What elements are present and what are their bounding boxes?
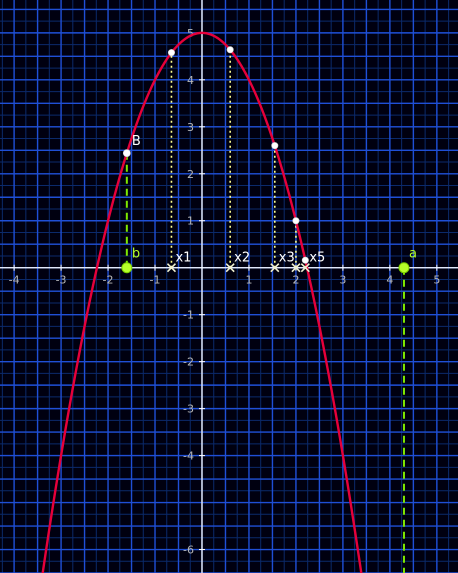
x-tick-label: 4 <box>386 274 393 287</box>
y-tick-label: -4 <box>183 450 194 463</box>
sample-x-marker[interactable] <box>166 263 177 273</box>
sample-point-on-curve[interactable] <box>292 217 300 225</box>
sample-x-label: x2 <box>234 251 250 266</box>
y-tick-label: 5 <box>187 27 194 40</box>
point-a-dot[interactable] <box>398 262 410 274</box>
y-tick-label: 2 <box>187 168 194 181</box>
sample-x-label: x1 <box>175 251 191 266</box>
guide-lines <box>125 49 405 573</box>
x-tick-label: 3 <box>339 274 346 287</box>
y-tick-label: -1 <box>183 309 194 322</box>
x-tick-label: 2 <box>292 274 299 287</box>
point-b-label: b <box>132 247 140 262</box>
sample-point-on-curve[interactable] <box>167 49 175 57</box>
point-B-dot[interactable] <box>122 149 131 158</box>
x-tick-label: -2 <box>103 274 114 287</box>
point-b-dot[interactable] <box>121 262 133 274</box>
x-tick-label: -3 <box>56 274 67 287</box>
points-layer: x1 x2 x3 x5 Bb a <box>121 46 417 274</box>
sample-point-on-curve[interactable] <box>271 142 279 150</box>
sample-x-marker[interactable] <box>270 263 280 273</box>
y-tick-label: -3 <box>183 403 194 416</box>
sample-x-label: x3 <box>279 251 295 266</box>
y-tick-label: 4 <box>187 74 194 87</box>
parabola-curve <box>41 31 363 573</box>
y-tick-label: -2 <box>183 356 194 369</box>
y-tick-label: -6 <box>183 544 194 557</box>
x-tick-label: 1 <box>245 274 252 287</box>
sample-x-marker[interactable] <box>225 263 235 273</box>
sample-x-marker[interactable] <box>300 263 310 273</box>
curve-layer: f <box>41 31 363 573</box>
x-tick-label: -4 <box>9 274 20 287</box>
point-B-label: B <box>132 134 141 149</box>
point-a-label: a <box>409 247 417 262</box>
x-tick-label: -1 <box>150 274 161 287</box>
sample-x-label: x5 <box>309 251 325 266</box>
sample-point-on-curve[interactable] <box>301 256 309 264</box>
y-tick-label: 3 <box>187 121 194 134</box>
y-tick-label: 1 <box>187 215 194 228</box>
x-tick-label: 5 <box>433 274 440 287</box>
tick-labels: -4 -3 -2 -1 1 2 3 4 5 5 4 3 2 1 -1 -2 -3 -4 -6 <box>9 27 441 557</box>
sample-point-on-curve[interactable] <box>226 46 234 54</box>
sample-x-marker[interactable] <box>291 263 301 273</box>
